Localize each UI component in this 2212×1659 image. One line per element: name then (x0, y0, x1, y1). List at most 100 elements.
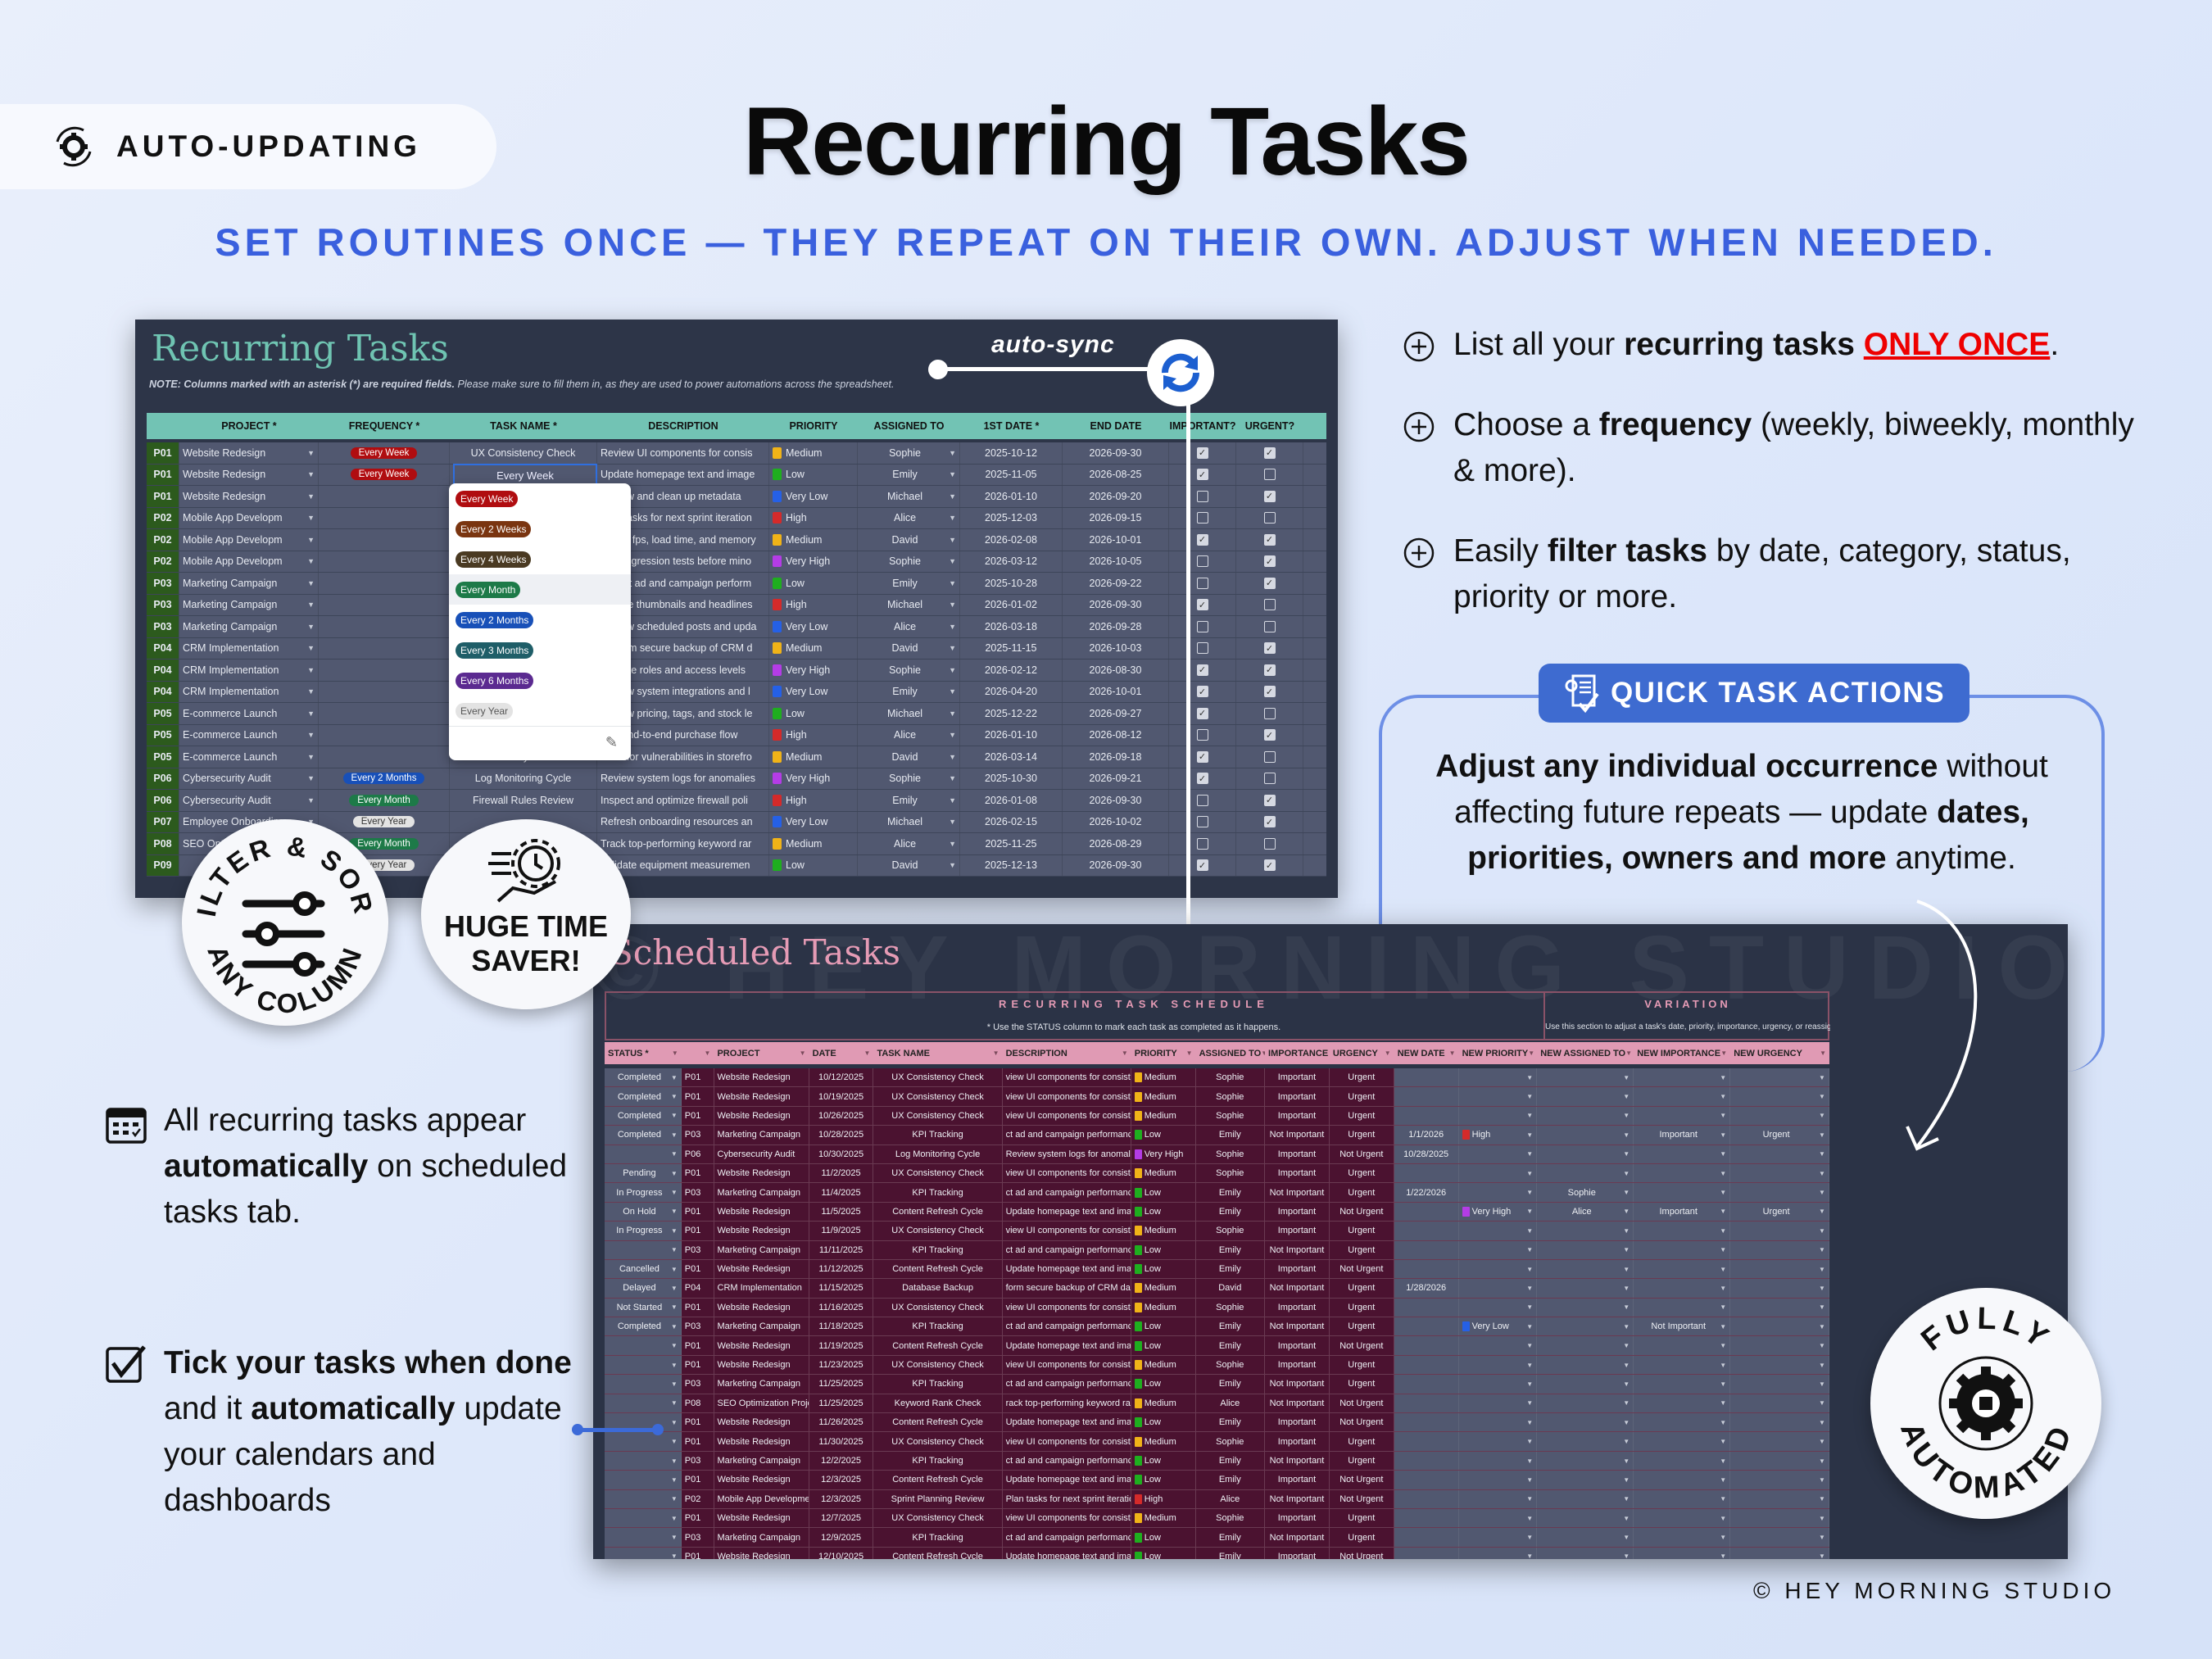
urgent-checkbox[interactable]: ✓ (1263, 533, 1276, 546)
new-importance-select[interactable]: ▼ (1634, 1068, 1731, 1087)
end-date-cell[interactable]: 2026-09-18 (1063, 746, 1169, 768)
frequency-cell[interactable]: Every Month (319, 833, 450, 854)
new-priority-select[interactable]: ▼ (1458, 1471, 1538, 1489)
dropdown-option[interactable]: Every Year (449, 696, 631, 726)
table-row[interactable]: Pending▼ P01 Website Redesign 11/2/2025 … (605, 1163, 1829, 1184)
new-urgency-select[interactable]: ▼ (1730, 1279, 1829, 1298)
table-row[interactable]: Delayed▼ P04 CRM Implementation 11/15/20… (605, 1279, 1829, 1299)
new-urgency-select[interactable]: ▼ (1730, 1528, 1829, 1547)
urgent-checkbox[interactable] (1263, 773, 1276, 785)
end-date-cell[interactable]: 2026-10-03 (1063, 637, 1169, 659)
new-urgency-select[interactable]: ▼ (1730, 1317, 1829, 1336)
new-importance-select[interactable]: ▼ (1634, 1508, 1731, 1528)
status-select[interactable]: ▼ (605, 1145, 682, 1163)
new-importance-select[interactable]: ▼ (1634, 1375, 1731, 1394)
project-cell[interactable]: E-commerce Launch▼ (179, 703, 319, 724)
description-cell[interactable]: Perform secure backup of CRM d (597, 637, 769, 659)
col-important[interactable]: IMPORTANT? (1169, 420, 1236, 432)
first-date-cell[interactable]: 2026-01-10 (960, 486, 1063, 507)
first-date-cell[interactable]: 2025-10-30 (960, 768, 1063, 789)
table-row[interactable]: ▼ P01 Website Redesign 11/19/2025 Conten… (605, 1336, 1829, 1356)
column-header[interactable]: TASK NAME▼ (877, 1048, 999, 1058)
new-assigned-select[interactable]: ▼ (1537, 1279, 1634, 1298)
new-priority-select[interactable]: ▼ (1458, 1106, 1538, 1126)
urgent-checkbox[interactable] (1263, 750, 1276, 763)
table-row[interactable]: ▼ P03 Marketing Campaign 12/2/2025 KPI T… (605, 1451, 1829, 1471)
frequency-cell[interactable]: Every Week (319, 464, 450, 485)
important-checkbox[interactable] (1196, 577, 1208, 589)
new-assigned-select[interactable]: ▼ (1537, 1126, 1634, 1145)
col-assigned-to[interactable]: ASSIGNED TO (873, 420, 945, 432)
new-priority-select[interactable]: ▼ (1458, 1547, 1538, 1559)
priority-cell[interactable]: Very High (769, 551, 858, 572)
new-importance-select[interactable]: ▼ (1634, 1336, 1731, 1355)
priority-cell[interactable]: Very High (769, 768, 858, 789)
new-date-input[interactable] (1394, 1336, 1459, 1355)
urgent-checkbox[interactable] (1263, 837, 1276, 850)
new-assigned-select[interactable]: ▼ (1537, 1451, 1634, 1471)
end-date-cell[interactable]: 2026-09-27 (1063, 703, 1169, 724)
table-row[interactable]: ▼ P06 Cybersecurity Audit 10/30/2025 Log… (605, 1145, 1829, 1164)
new-date-input[interactable]: 1/22/2026 (1394, 1183, 1459, 1202)
assigned-cell[interactable]: Michael▼ (858, 703, 960, 724)
project-cell[interactable]: CRM Implementation▼ (179, 637, 319, 659)
new-urgency-select[interactable]: ▼ (1730, 1336, 1829, 1355)
table-row[interactable]: In Progress▼ P01 Website Redesign 11/9/2… (605, 1222, 1829, 1241)
status-select[interactable]: ▼ (605, 1471, 682, 1489)
task-name-cell[interactable]: Firewall Rules Review (450, 790, 597, 811)
new-assigned-select[interactable]: ▼ (1537, 1375, 1634, 1394)
status-select[interactable]: ▼ (605, 1375, 682, 1394)
new-priority-select[interactable]: ▼ (1458, 1259, 1538, 1279)
column-header[interactable]: NEW URGENCY▼ (1734, 1048, 1826, 1058)
new-priority-select[interactable]: ▼ (1458, 1183, 1538, 1202)
end-date-cell[interactable]: 2026-09-22 (1063, 573, 1169, 594)
project-cell[interactable]: CRM Implementation▼ (179, 681, 319, 702)
column-header[interactable]: ASSIGNED TO▼ (1196, 1049, 1265, 1058)
new-urgency-select[interactable]: Urgent▼ (1730, 1126, 1829, 1145)
first-date-cell[interactable]: 2026-04-20 (960, 681, 1063, 702)
new-priority-select[interactable]: ▼ (1458, 1375, 1538, 1394)
end-date-cell[interactable]: 2026-09-30 (1063, 442, 1169, 464)
table-row[interactable]: Completed▼ P01 Website Redesign 10/19/20… (605, 1087, 1829, 1107)
new-assigned-select[interactable]: ▼ (1537, 1432, 1634, 1451)
table-row[interactable]: P01 Website Redesign▼ Every Week Content… (147, 464, 1326, 486)
important-checkbox[interactable]: ✓ (1196, 859, 1208, 872)
dropdown-option[interactable]: Every 2 Weeks (449, 514, 631, 544)
new-urgency-select[interactable]: ▼ (1730, 1106, 1829, 1126)
urgent-checkbox[interactable]: ✓ (1263, 555, 1276, 568)
important-checkbox[interactable] (1196, 490, 1208, 502)
description-cell[interactable]: Check fps, load time, and memory (597, 529, 769, 551)
assigned-cell[interactable]: Alice▼ (858, 616, 960, 637)
table-row[interactable]: P02 Mobile App Developm▼ Performance Aud… (147, 529, 1326, 551)
status-select[interactable]: ▼ (605, 1432, 682, 1451)
col-frequency[interactable]: FREQUENCY * (348, 420, 420, 432)
end-date-cell[interactable]: 2026-10-02 (1063, 811, 1169, 832)
important-checkbox[interactable] (1196, 555, 1208, 568)
urgent-checkbox[interactable]: ✓ (1263, 859, 1276, 872)
table-row[interactable]: P04 CRM Implementation▼ User Permission … (147, 660, 1326, 682)
new-urgency-select[interactable]: ▼ (1730, 1298, 1829, 1317)
new-assigned-select[interactable]: ▼ (1537, 1547, 1634, 1559)
column-header[interactable]: IMPORTANCE▼ (1265, 1049, 1330, 1058)
urgent-checkbox[interactable]: ✓ (1263, 664, 1276, 676)
new-importance-select[interactable]: ▼ (1634, 1259, 1731, 1279)
project-cell[interactable]: Website Redesign▼ (179, 464, 319, 485)
frequency-cell[interactable] (319, 594, 450, 615)
new-priority-select[interactable]: Very High▼ (1458, 1202, 1538, 1222)
assigned-cell[interactable]: David▼ (858, 529, 960, 551)
frequency-cell[interactable] (319, 681, 450, 702)
new-priority-select[interactable]: ▼ (1458, 1432, 1538, 1451)
important-checkbox[interactable] (1196, 729, 1208, 741)
new-priority-select[interactable]: ▼ (1458, 1508, 1538, 1528)
end-date-cell[interactable]: 2026-10-01 (1063, 681, 1169, 702)
status-select[interactable]: Completed▼ (605, 1317, 682, 1336)
assigned-cell[interactable]: Emily▼ (858, 681, 960, 702)
dropdown-option[interactable]: Every 6 Months (449, 665, 631, 696)
table-row[interactable]: P05 E-commerce Launch▼ Product Catalog U… (147, 703, 1326, 725)
project-cell[interactable]: Website Redesign▼ (179, 442, 319, 464)
important-checkbox[interactable]: ✓ (1196, 686, 1208, 698)
edit-pencil-icon[interactable]: ✎ (605, 734, 618, 750)
new-date-input[interactable]: 1/28/2026 (1394, 1279, 1459, 1298)
project-cell[interactable]: Mobile App Developm▼ (179, 551, 319, 572)
status-select[interactable]: Cancelled▼ (605, 1259, 682, 1279)
